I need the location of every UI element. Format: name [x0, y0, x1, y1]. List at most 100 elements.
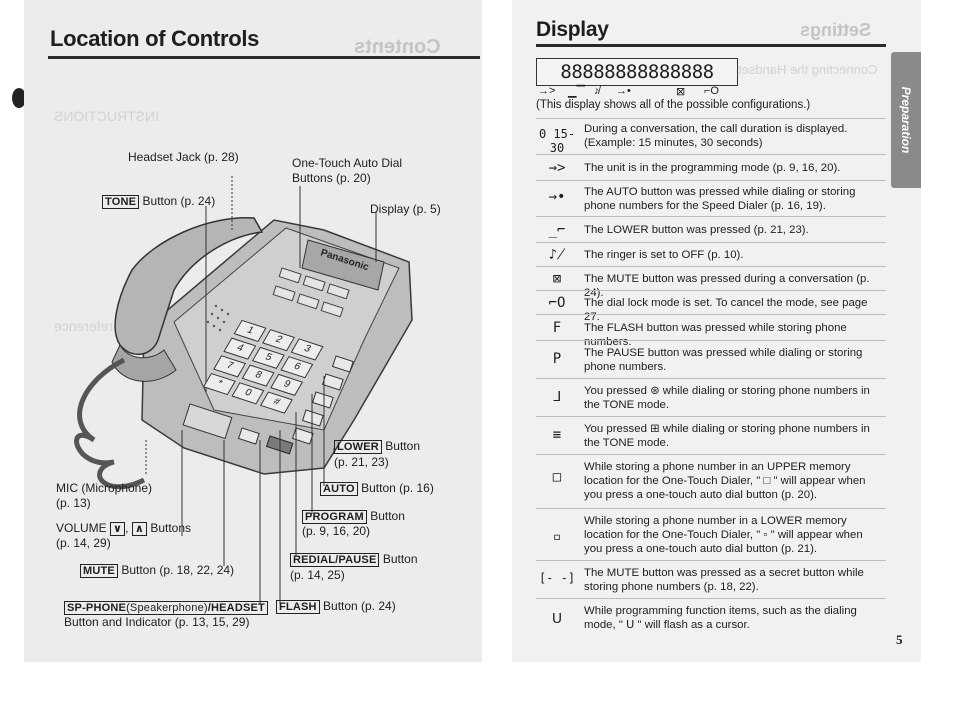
auto-desc: Button (p. 16)	[361, 481, 434, 495]
label-volume: VOLUME ∨, ∧ Buttons	[56, 521, 192, 536]
ringer-off-icon: ♪̸	[594, 85, 600, 97]
display-row: ≡ You pressed ⊞ while dialing or storing…	[536, 416, 886, 455]
row-description: The unit is in the programming mode (p. …	[584, 162, 841, 174]
sp-phone-desc: Button and Indicator (p. 13, 15, 29)	[64, 615, 250, 629]
title-rule	[48, 56, 480, 59]
keypad-key: #	[259, 391, 293, 414]
keypad-key: 9	[270, 373, 304, 396]
redial-desc: Button	[382, 552, 418, 566]
mute-key-box: MUTE	[80, 564, 118, 578]
keypad-key: 7	[213, 355, 247, 378]
display-row: 0 15-30 During a conversation, the call …	[536, 118, 886, 155]
row-description: During a conversation, the call duration…	[584, 123, 848, 149]
display-window	[301, 239, 385, 291]
row-description: The MUTE button was pressed as a secret …	[584, 567, 864, 593]
lcd-indicator-row: →> ▁▔ ♪̸ →• ⊠ ⌐O	[536, 85, 736, 98]
row-symbol: F	[552, 320, 562, 336]
bleed-through-line: Connecting the Handset	[738, 62, 878, 77]
display-row: ⌐O The dial lock mode is set. To cancel …	[536, 290, 886, 323]
one-touch-buttons	[272, 267, 350, 318]
program-key-box: PROGRAM	[302, 510, 367, 524]
volume-desc: Buttons	[150, 521, 192, 535]
display-row: ⊠ The MUTE button was pressed during a c…	[536, 266, 886, 299]
left-page: Contents INSTRUCTIONS For your reference…	[24, 0, 482, 662]
row-description: While storing a phone number in an UPPER…	[584, 461, 866, 501]
keypad-key: *	[202, 372, 236, 396]
right-page: Settings Connecting the Handset Display …	[512, 0, 921, 662]
program-pages: (p. 9, 16, 20)	[302, 524, 371, 538]
flash-key-box: FLASH	[276, 600, 320, 614]
row-symbol: →•	[548, 189, 566, 205]
mute-button-shape	[237, 427, 260, 445]
row-symbol: [- -]	[538, 571, 576, 585]
row-description: The AUTO button was pressed while dialin…	[584, 186, 856, 212]
lower-icon: ▁▔	[568, 86, 585, 98]
keypad-key: 8	[241, 364, 275, 387]
display-row: →• The AUTO button was pressed while dia…	[536, 180, 886, 217]
leader-lines	[145, 176, 377, 604]
flash-desc: Button (p. 24)	[323, 599, 396, 613]
row-description: You pressed ⊛ while dialing or storing p…	[584, 385, 870, 411]
row-symbol: ⌐O	[548, 295, 566, 311]
auto-arrow-icon: →•	[616, 85, 631, 97]
display-row: □ While storing a phone number in an UPP…	[536, 454, 886, 509]
tone-desc: Button (p. 24)	[142, 194, 216, 208]
keypad-key: 0	[231, 382, 265, 405]
row-symbol: 0 15-30	[538, 127, 576, 155]
row-description: While programming function items, such a…	[584, 605, 857, 631]
handset-earpiece	[111, 343, 177, 382]
row-symbol: ᑌ	[551, 611, 563, 627]
label-flash: FLASH Button (p. 24)	[276, 599, 396, 615]
row-symbol: ⊠	[552, 271, 562, 287]
keypad-key: 5	[251, 346, 285, 370]
title-rule	[536, 44, 886, 47]
volume-buttons-shape	[182, 403, 233, 440]
display-row: P The PAUSE button was pressed while dia…	[536, 340, 886, 379]
row-description: You pressed ⊞ while dialing or storing p…	[584, 423, 870, 449]
label-one-touch-line2: Buttons (p. 20)	[292, 171, 371, 185]
headset-word: /HEADSET	[207, 602, 265, 614]
keypad-key: 6	[280, 356, 314, 379]
display-row: _⌐ The LOWER button was pressed (p. 21, …	[536, 216, 886, 243]
handset-cord	[74, 357, 146, 490]
section-tab-label: Preparation	[899, 86, 913, 154]
program-desc: Button	[370, 509, 405, 523]
mute-desc: Button (p. 18, 22, 24)	[121, 563, 235, 577]
row-symbol: ≡	[552, 427, 562, 443]
redial-key-box: REDIAL/PAUSE	[290, 553, 380, 567]
row-symbol: →>	[548, 160, 566, 176]
display-row: →> The unit is in the programming mode (…	[536, 154, 886, 181]
function-buttons	[291, 355, 354, 445]
display-row: ᒧ You pressed ⊛ while dialing or storing…	[536, 378, 886, 417]
display-row: ▫ While storing a phone number in a LOWE…	[536, 508, 886, 561]
page-number: 5	[896, 632, 903, 647]
label-program: PROGRAM Button	[302, 509, 405, 525]
label-redial-pause: REDIAL/PAUSE Button	[290, 552, 418, 568]
dial-lock-icon: ⌐O	[704, 85, 719, 97]
label-one-touch-line1: One-Touch Auto Dial	[292, 156, 403, 170]
page-edge-mark	[12, 88, 26, 108]
mute-icon: ⊠	[676, 86, 686, 98]
label-display: Display (p. 5)	[370, 202, 441, 216]
volume-word: VOLUME	[56, 521, 107, 535]
lower-pages: (p. 21, 23)	[334, 455, 389, 469]
page-title: Display	[536, 18, 609, 41]
page-title: Location of Controls	[50, 26, 260, 51]
redial-pages: (p. 14, 25)	[290, 568, 345, 582]
row-symbol: ♪̸	[548, 247, 566, 263]
label-auto: AUTO Button (p. 16)	[320, 481, 434, 497]
keypad-key: 4	[223, 337, 257, 360]
sp-phone-word: SP-PHONE	[67, 602, 127, 614]
row-symbol: _⌐	[548, 222, 566, 238]
label-mute: MUTE Button (p. 18, 22, 24)	[80, 563, 234, 579]
row-symbol: P	[552, 351, 562, 367]
handset	[114, 217, 264, 355]
row-symbol: ▫	[552, 529, 562, 545]
lcd-display-sample: 88888888888888	[536, 58, 738, 86]
lower-key-box: LOWER	[334, 440, 382, 454]
program-arrow-icon: →>	[538, 85, 556, 97]
display-row: F The FLASH button was pressed while sto…	[536, 314, 886, 348]
label-headset-jack: Headset Jack (p. 28)	[128, 150, 239, 164]
row-symbol: □	[552, 469, 562, 485]
volume-down-icon: ∨	[110, 522, 126, 536]
